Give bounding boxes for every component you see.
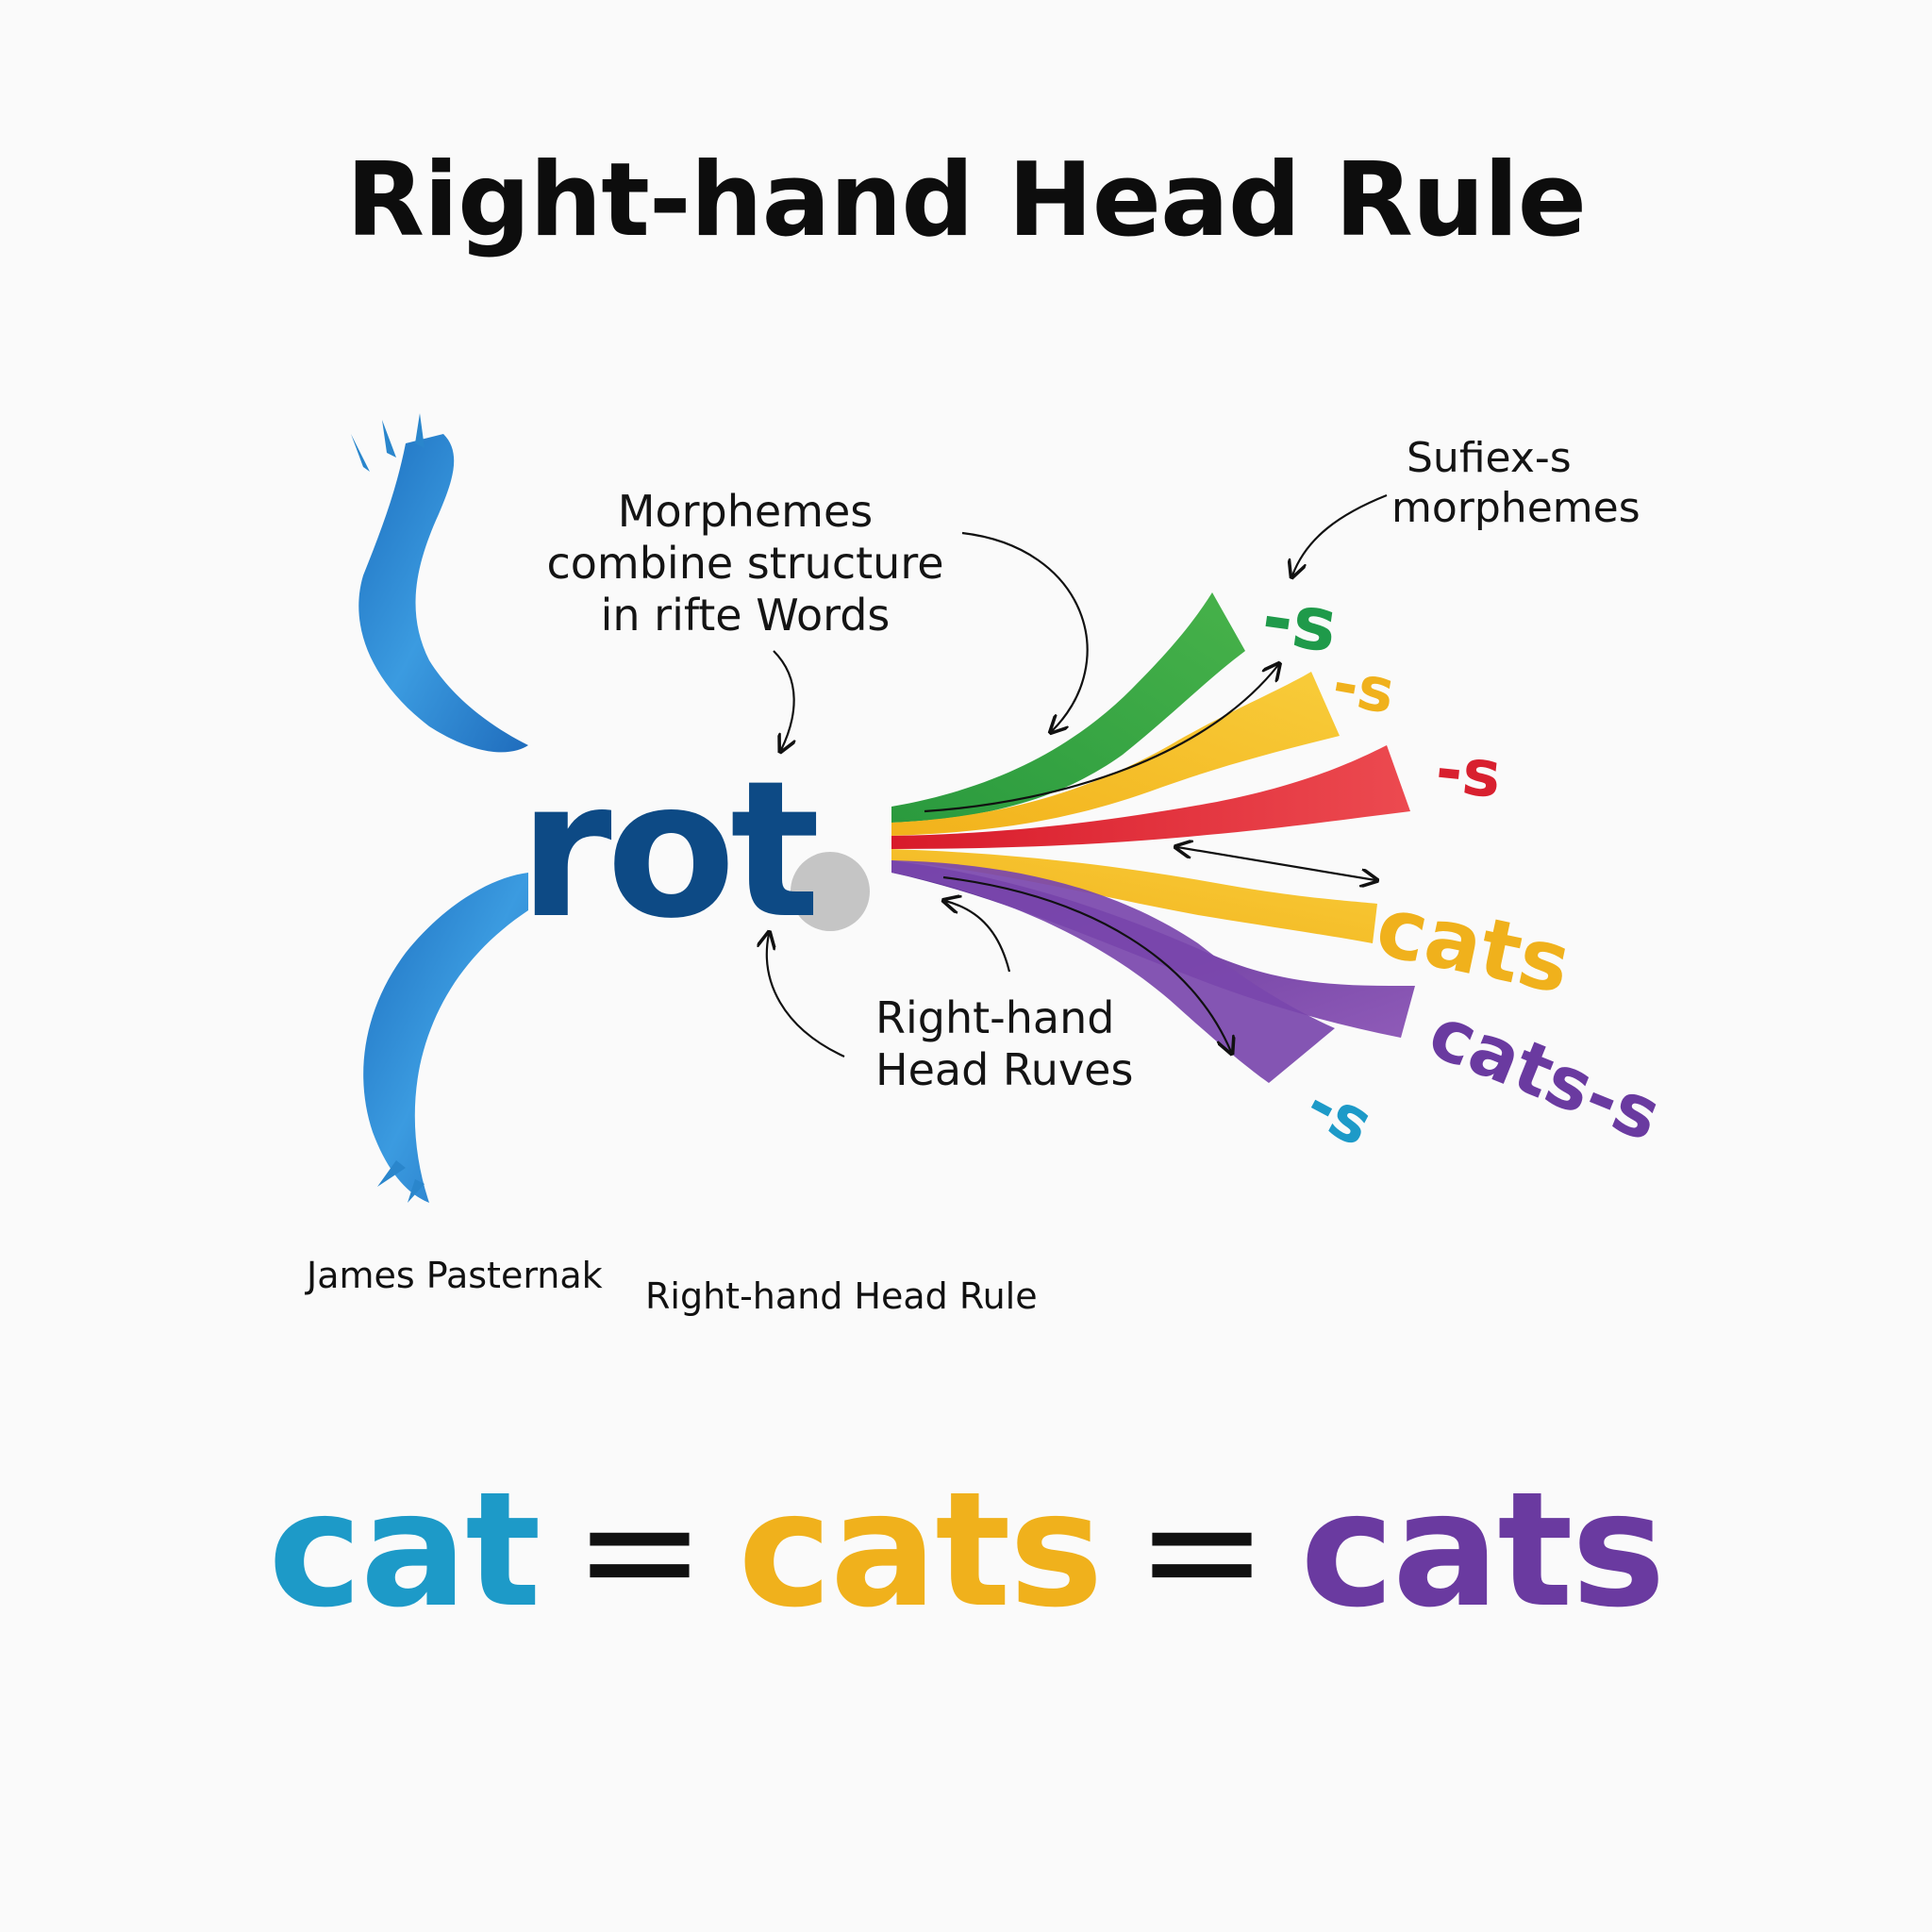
equation-term-cat: cat [268,1457,541,1642]
annotation-arrows [767,493,1388,1058]
arrow-head-rule-to-t [945,901,1011,973]
head-rule-line-2: Head Ruves [875,1044,1134,1096]
branch-label-red: -s [1432,732,1505,813]
branch-labels: -s -s -s cats cats-s -s [1257,575,1672,1161]
arrow-double-cats [1177,847,1375,880]
head-rule-line-1: Right-hand [875,992,1115,1043]
branch-purple-down [891,860,1335,1083]
morphemes-line-1: Morphemes [617,486,874,537]
branch-label-blue: -s [1294,1067,1384,1160]
equation-term-cats-yellow: cats [738,1457,1103,1642]
head-rule-annotation: Right-hand Head Ruves [875,992,1133,1096]
arrow-root-to-purple [942,875,1231,1052]
branch-label-yellow: -s [1327,649,1400,728]
root-shadow-dot [791,852,870,931]
arrow-head-rule-to-root [767,934,845,1058]
branch-yellow-top [891,672,1340,836]
equals-sign-1: = [573,1457,707,1642]
diagram-caption: Right-hand Head Rule [645,1275,1038,1317]
diagram-title: Right-hand Head Rule [345,142,1587,259]
root-word: rot [519,741,817,960]
arrow-morphemes-to-branch [961,531,1089,731]
equals-sign-2: = [1135,1457,1269,1642]
branch-label-green: -s [1257,575,1342,670]
arrow-root-to-green [924,665,1278,813]
suffix-annotation: Sufiex-s morphemes [1391,434,1641,534]
branch-green [891,592,1245,823]
arrow-morphemes-to-root [773,650,794,750]
branch-red [891,745,1410,849]
upper-blue-swoosh [351,413,528,753]
morphemes-line-2: combine structure [546,538,944,590]
root-word-group: rot [519,741,870,960]
author-name: James Pasternak [307,1255,603,1296]
morphemes-line-3: in rifte Words [600,590,891,641]
suffix-line-2: morphemes [1391,483,1641,532]
equation-term-cats-purple: cats [1300,1457,1665,1642]
morphemes-annotation: Morphemes combine structure in rifte Wor… [528,486,962,642]
suffix-line-1: Sufiex-s [1407,434,1572,482]
arrow-suffix-to-s [1292,493,1388,575]
lower-blue-swoosh [363,873,528,1203]
branch-label-cats-s-purple: cats-s [1418,990,1672,1158]
equation: cat=cats=cats [0,1457,1932,1642]
